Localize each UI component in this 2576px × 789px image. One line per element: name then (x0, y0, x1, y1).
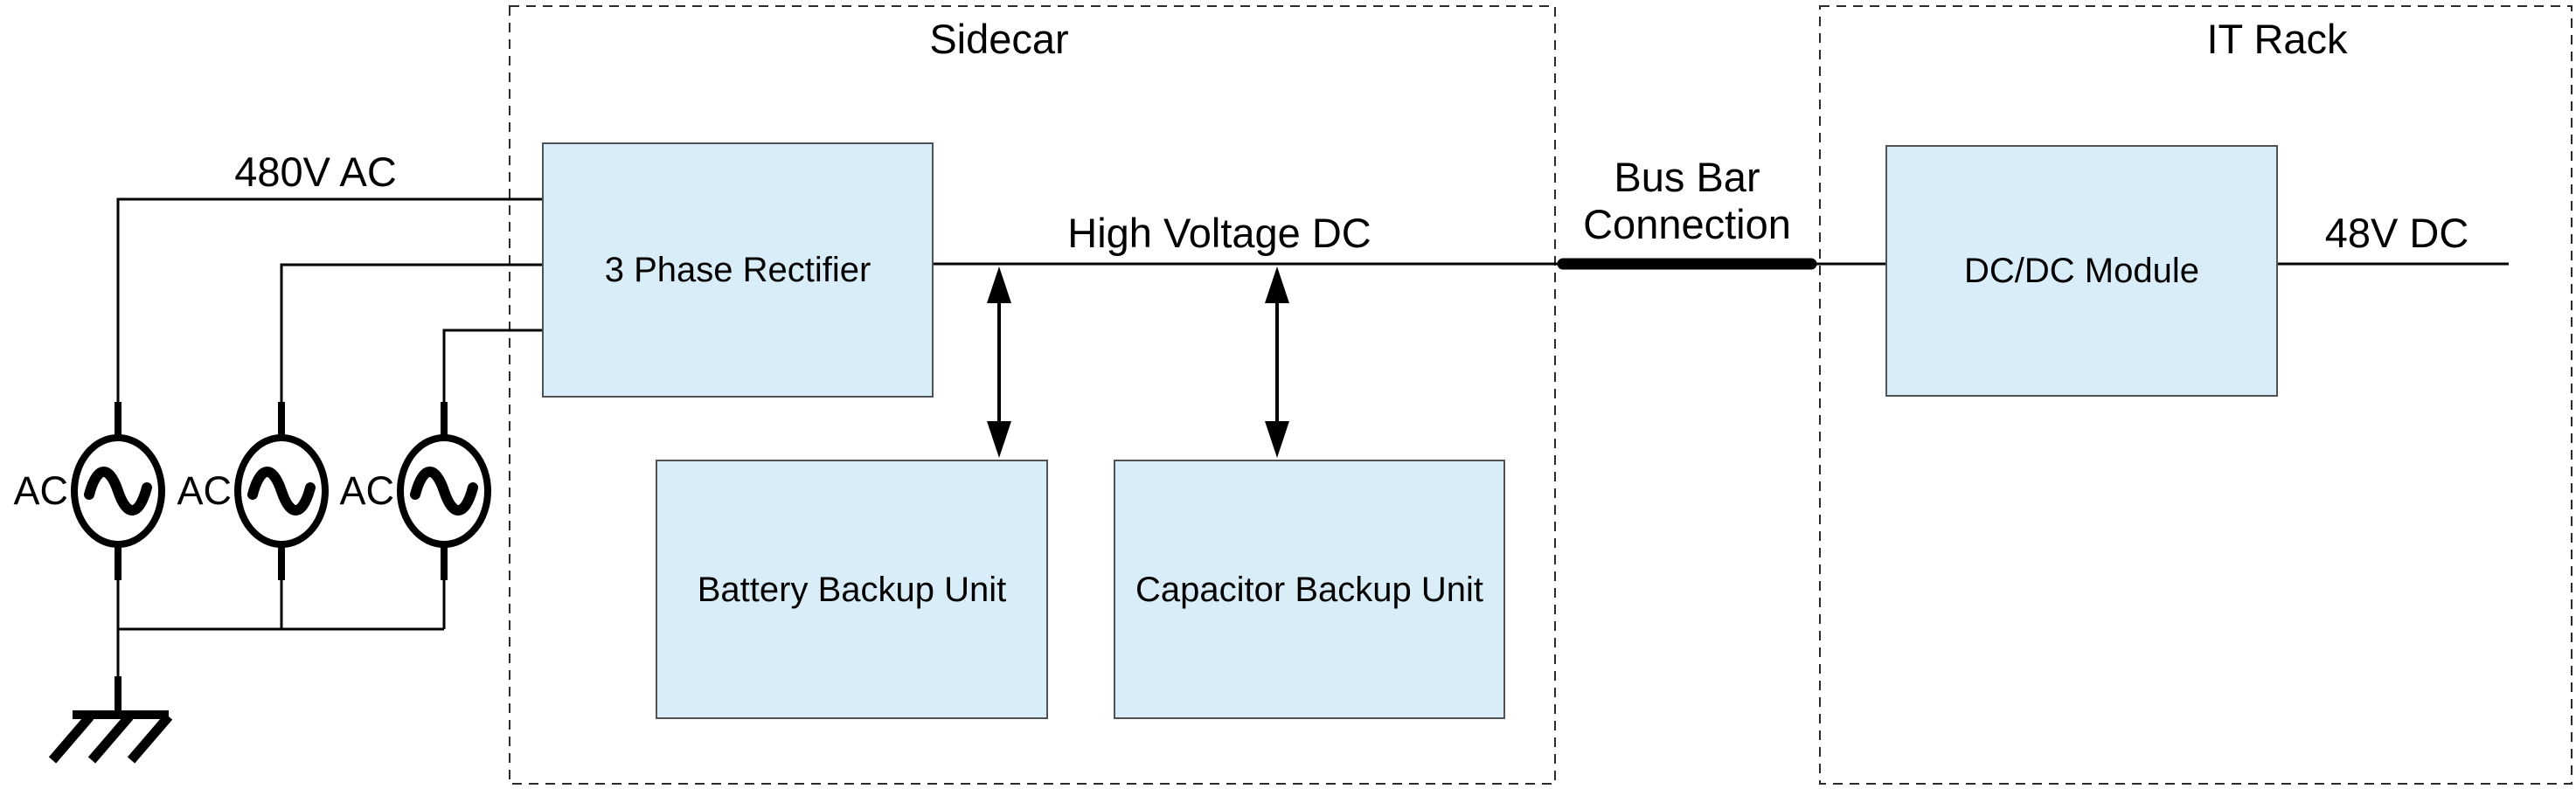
block-label: DC/DC Module (1964, 252, 2199, 290)
sine-wave-icon (84, 467, 152, 516)
label-48v-dc: 48V DC (2324, 210, 2469, 256)
group-label-it-rack: IT Rack (2206, 16, 2348, 62)
group-label-sidecar: Sidecar (929, 16, 1069, 62)
capacitor-bidirectional-arrow-icon (1265, 266, 1289, 458)
label-ac-source-2: AC (177, 468, 232, 514)
sine-wave-icon (247, 467, 316, 516)
label-high-voltage-dc: High Voltage DC (1067, 210, 1371, 256)
ac-source-1-icon (71, 434, 165, 548)
source-top-stubs (115, 402, 448, 440)
label-bus-bar-connection: Bus Bar Connection (1583, 154, 1791, 248)
label-bus-bar-line2: Connection (1583, 201, 1791, 248)
phase-c-wire (442, 329, 543, 407)
block-label: Capacitor Backup Unit (1135, 570, 1483, 609)
block-dcdc-module: DC/DC Module (1885, 145, 2278, 397)
source-bottom-stubs (115, 542, 448, 580)
block-label: Battery Backup Unit (697, 570, 1007, 609)
ac-source-2-icon (234, 434, 329, 548)
label-bus-bar-line1: Bus Bar (1614, 154, 1760, 200)
block-capacitor-backup-unit: Capacitor Backup Unit (1114, 460, 1505, 719)
ac-source-3-icon (397, 434, 491, 548)
label-ac-source-3: AC (339, 468, 394, 514)
neutral-bus-wire (116, 575, 446, 631)
label-ac-source-1: AC (13, 468, 68, 514)
block-3-phase-rectifier: 3 Phase Rectifier (542, 142, 934, 398)
ground-icon (48, 710, 173, 764)
battery-bidirectional-arrow-icon (987, 266, 1011, 458)
sidecar-group-box (509, 5, 1556, 785)
block-label: 3 Phase Rectifier (604, 251, 871, 289)
sine-wave-icon (410, 467, 478, 516)
phase-b-wire (280, 263, 543, 407)
block-battery-backup-unit: Battery Backup Unit (656, 460, 1048, 719)
label-480v-ac: 480V AC (234, 149, 397, 195)
phase-a-wire (116, 197, 543, 407)
